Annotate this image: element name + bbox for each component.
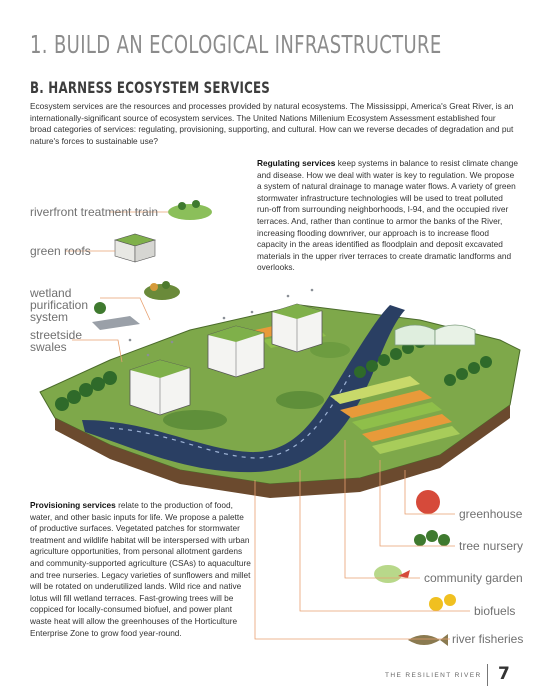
- provisioning-services-lead: Provisioning services: [30, 500, 116, 510]
- building-1: [129, 359, 191, 416]
- river-highlight: [109, 374, 351, 459]
- building-3: [271, 303, 323, 353]
- building-2: [207, 325, 265, 378]
- terrain-edge: [55, 405, 510, 498]
- wetland-purification-icon: [144, 281, 180, 300]
- label-riverfront-treatment-train: riverfront treatment train: [30, 205, 159, 219]
- rain-drops: [128, 288, 314, 357]
- greenhouse-icon: [416, 490, 440, 514]
- provisioning-services-body: relate to the production of food, water,…: [30, 500, 251, 638]
- footer-publication-name: THE RESILIENT RIVER: [385, 672, 482, 679]
- regulating-services-paragraph: Regulating services keep systems in bala…: [257, 158, 519, 274]
- wetland-patch: [276, 391, 324, 409]
- label-greenhouse: greenhouse: [459, 507, 523, 521]
- provisioning-services-paragraph: Provisioning services relate to the prod…: [30, 500, 252, 639]
- page-number: 7: [498, 664, 510, 684]
- biofuels-icon: [429, 594, 456, 611]
- label-river-fisheries: river fisheries: [452, 632, 524, 646]
- label-green-roofs: green roofs: [30, 244, 91, 258]
- section-subtitle: B. HARNESS ECOSYSTEM SERVICES: [30, 78, 271, 97]
- tree-nursery-icon: [414, 530, 450, 546]
- riverfront-treatment-train-icon: [168, 200, 212, 220]
- label-streetside-swales: streetside swales: [30, 328, 83, 354]
- greenhouse-structures: [394, 324, 476, 346]
- label-wetland-purification-system: wetland purification system: [30, 286, 89, 324]
- page-title: 1. BUILD AN ECOLOGICAL INFRASTRUCTURE: [30, 30, 442, 59]
- wetland-patch: [163, 410, 227, 430]
- label-biofuels: biofuels: [474, 604, 516, 618]
- footer-divider: [487, 664, 488, 686]
- streetside-swale-icon: [92, 302, 140, 330]
- river-channel: [82, 305, 405, 473]
- label-tree-nursery: tree nursery: [459, 539, 524, 553]
- wetland-patch: [310, 342, 350, 358]
- river-fish-icon: [408, 634, 448, 646]
- green-roof-icon: [113, 233, 157, 263]
- leader-lines: [65, 211, 470, 640]
- regulating-services-lead: Regulating services: [257, 158, 336, 168]
- intro-paragraph: Ecosystem services are the resources and…: [30, 101, 514, 146]
- label-community-garden: community garden: [424, 571, 523, 585]
- community-garden-icon: [374, 565, 410, 583]
- regulating-services-body: keep systems in balance to resist climat…: [257, 158, 519, 273]
